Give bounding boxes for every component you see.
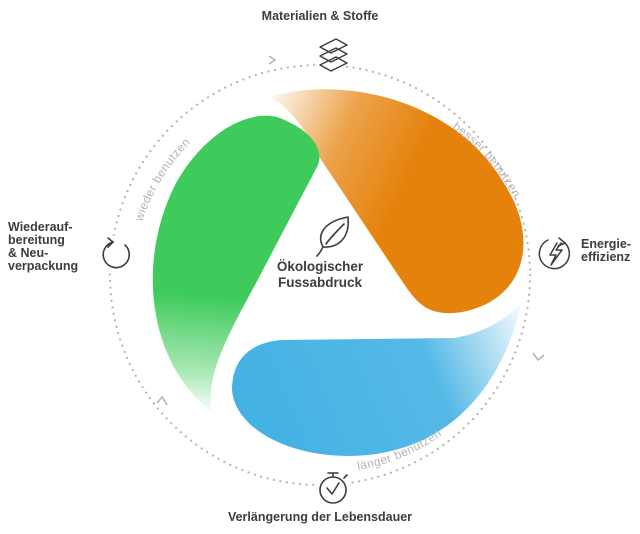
node-label-materialien: Materialien & Stoffe [261, 9, 379, 23]
leaf-icon [316, 216, 349, 257]
ring-chevron-top [268, 55, 277, 65]
ring-gap-right [537, 235, 573, 271]
stopwatch-icon [319, 472, 348, 504]
layers-icon [319, 38, 348, 72]
node-label-verlaengerung: Verlängerung der Lebensdauer [227, 510, 413, 524]
lightning-icon [538, 237, 571, 270]
ring-chevron-right [532, 352, 545, 362]
center-label: Ökologischer Fussabdruck [276, 259, 364, 290]
node-label-wiederaufbereitung: Wiederauf- bereitung & Neu- verpackung [8, 220, 79, 273]
refresh-icon [102, 237, 130, 269]
blade-blue [232, 302, 522, 456]
blade-orange [270, 89, 524, 314]
blade-green [152, 115, 320, 413]
ring-chevron-left [156, 395, 168, 406]
node-label-energie: Energie- effizienz [581, 237, 632, 264]
ring-gap-bottom [315, 470, 351, 506]
